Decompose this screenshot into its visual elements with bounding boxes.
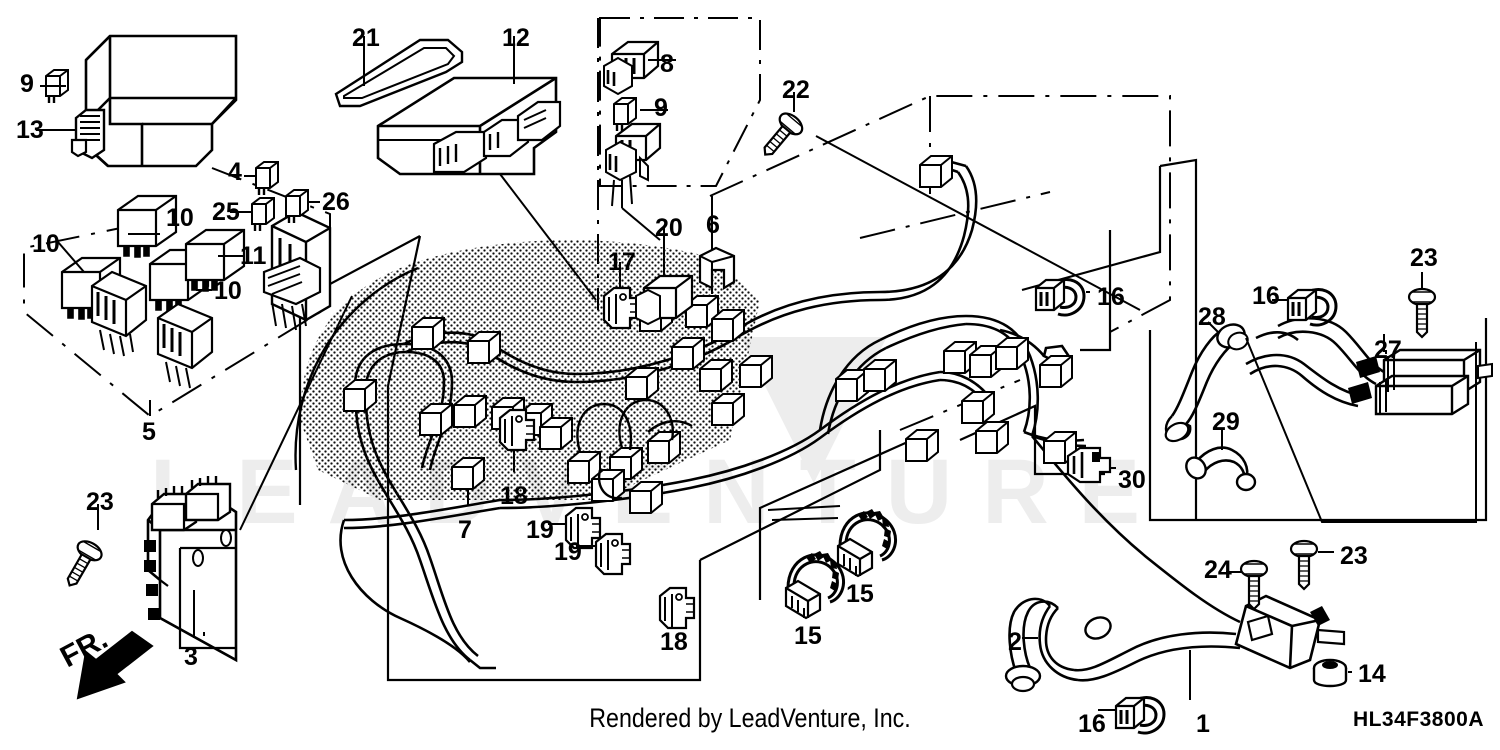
callout-clamp-16: 16 [1252, 282, 1280, 310]
ecu-module-art [144, 476, 238, 663]
callout-cover-6: 6 [706, 211, 720, 239]
cover-6-art [698, 246, 736, 290]
fuse-25-art [250, 196, 276, 233]
callout-ecu-module-3: 3 [184, 643, 198, 671]
callout-bolt-22: 22 [782, 76, 810, 104]
relay-8-art [603, 40, 660, 96]
callout-connector-20: 20 [655, 214, 683, 242]
callout-band-clip-15: 15 [794, 622, 822, 650]
control-module-art [376, 76, 562, 176]
callout-fuse-26: 26 [322, 188, 350, 216]
callout-fuse-box-cover-13: 13 [16, 116, 44, 144]
callout-bolt-23: 23 [1410, 244, 1438, 272]
callout-clip-18: 18 [500, 482, 528, 510]
fuse-box-body-art [262, 210, 332, 331]
clamp-16-ur-art [1286, 288, 1338, 327]
callout-fuse-9: 9 [654, 94, 668, 122]
clip-18-b-art [658, 586, 696, 630]
callout-control-module-12: 12 [502, 24, 530, 52]
connector-20-art [635, 274, 694, 326]
multipin-connector-art-2 [156, 302, 214, 389]
clip-19-b-art [594, 532, 632, 576]
clip-30-art [1066, 446, 1112, 484]
grommet-14-art [1312, 658, 1348, 688]
callout-clip-17: 17 [608, 248, 636, 276]
callout-clip-30: 30 [1118, 466, 1146, 494]
callout-band-clip-15: 15 [846, 580, 874, 608]
multipin-connector-art-1 [90, 270, 148, 357]
callout-grommet-14: 14 [1358, 660, 1386, 688]
bolt-23-lr-art [1289, 539, 1319, 591]
callout-spark-plug-cap-2: 2 [1008, 628, 1022, 656]
callout-bolt-23: 23 [1340, 542, 1368, 570]
spark-plug-cap-29-art [1185, 446, 1257, 492]
callout-relay-10: 10 [214, 277, 242, 305]
fuse-4-art [254, 160, 280, 197]
callout-ignition-coil-assembly-1: 1 [1196, 710, 1210, 738]
clamp-16-r-art [1034, 278, 1086, 317]
callout-clip-19: 19 [526, 516, 554, 544]
callout-clamp-16: 16 [1078, 710, 1106, 738]
ignition-coil-assembly-art [1038, 594, 1346, 682]
callout-clamp-16: 16 [1097, 283, 1125, 311]
relay-assembly-art [605, 122, 662, 208]
callout-mounting-band-21: 21 [352, 24, 380, 52]
connector-7-art [451, 457, 485, 490]
ignition-coil-27-art [1348, 348, 1493, 416]
callout-relay-11: 11 [240, 242, 267, 270]
spark-plug-cap-28-art [1164, 323, 1249, 443]
render-credit: Rendered by LeadVenture, Inc. [589, 703, 911, 733]
callout-spark-plug-cap-28: 28 [1198, 303, 1226, 331]
callout-connector-7: 7 [458, 516, 472, 544]
callout-ignition-coil-27: 27 [1374, 336, 1402, 364]
callout-fuse-box-assembly-5: 5 [142, 418, 156, 446]
spark-plug-cap-2-art [1004, 597, 1059, 693]
callout-fuse-25: 25 [212, 198, 240, 226]
callout-fuse-4: 4 [228, 158, 242, 186]
fr-arrow-art [76, 630, 154, 700]
bolt-23-ur-art [1407, 287, 1437, 339]
callout-clip-19: 19 [554, 538, 582, 566]
callout-clip-18: 18 [660, 628, 688, 656]
callout-bolt-23: 23 [86, 488, 114, 516]
band-clip-15-a-art [836, 507, 898, 578]
callout-relay-10: 10 [32, 230, 60, 258]
bolt-23-ll-art [57, 536, 106, 594]
callout-spark-plug-cap-29: 29 [1212, 408, 1240, 436]
fuse-box-cover-art [70, 34, 238, 168]
part-number-label: HL34F3800A [1352, 708, 1484, 731]
callout-relay-10: 10 [166, 204, 194, 232]
callout-fuse-9: 9 [20, 70, 34, 98]
callout-bolt-24: 24 [1204, 556, 1232, 584]
band-clip-15-b-art [784, 549, 846, 620]
callout-relay-8: 8 [660, 50, 674, 78]
mounting-band-art [334, 38, 464, 108]
